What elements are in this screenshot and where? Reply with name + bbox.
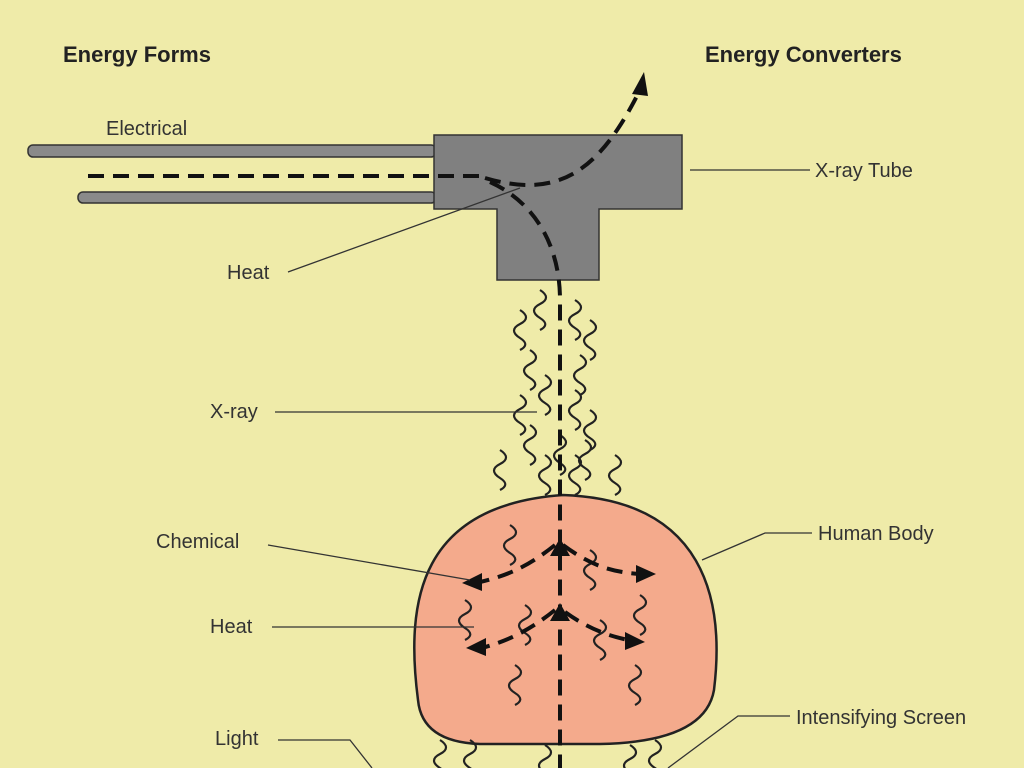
wave-squiggle xyxy=(507,664,523,706)
heat-flow-arrow xyxy=(484,89,642,187)
wave-squiggle xyxy=(492,449,508,491)
chemical-flow-left xyxy=(479,543,557,584)
wave-squiggle xyxy=(532,289,548,331)
wave-squiggle xyxy=(622,744,638,768)
label-heat-tube: Heat xyxy=(227,262,270,284)
wave-squiggle xyxy=(567,454,583,496)
wave-squiggle xyxy=(537,374,553,416)
heat-flow-right xyxy=(563,610,629,642)
wave-squiggle xyxy=(592,619,608,661)
arrowhead-icon xyxy=(636,565,656,583)
leader-light xyxy=(278,739,373,768)
xray-flow-path xyxy=(489,180,562,768)
wave-squiggle xyxy=(572,354,588,396)
wave-squiggle xyxy=(567,299,583,341)
arrowhead-icon xyxy=(625,632,645,650)
label-intensifying-screen: Intensifying Screen xyxy=(796,707,966,729)
label-light: Light xyxy=(215,728,259,750)
wave-squiggle xyxy=(577,439,593,481)
energy-forms-heading: Energy Forms xyxy=(63,42,211,67)
wave-squiggle xyxy=(582,319,598,361)
chemical-flow-right xyxy=(561,543,641,576)
wave-squiggle xyxy=(457,599,473,641)
wave-squiggle xyxy=(512,394,528,436)
arrowhead-icon xyxy=(466,638,486,656)
wave-squiggle xyxy=(522,349,538,391)
electrode-lower xyxy=(77,191,437,204)
wave-squiggle xyxy=(517,604,533,646)
wave-squiggle xyxy=(537,744,553,768)
label-xray-tube: X-ray Tube xyxy=(815,160,913,182)
energy-converters-heading: Energy Converters xyxy=(705,42,902,67)
arrowhead-icon xyxy=(550,538,570,556)
wave-squiggle xyxy=(552,434,568,476)
wave-squiggle xyxy=(567,389,583,431)
label-human-body: Human Body xyxy=(818,523,934,545)
wave-squiggle xyxy=(582,549,598,591)
arrowhead-icon xyxy=(550,603,570,621)
wave-squiggle xyxy=(582,409,598,451)
label-chemical: Chemical xyxy=(156,531,239,553)
wave-squiggle xyxy=(537,454,553,496)
leader-intensifying-screen xyxy=(667,715,790,768)
electrode-upper xyxy=(27,144,437,158)
arrowhead-icon xyxy=(632,72,648,96)
label-xray: X-ray xyxy=(210,401,258,423)
xray-waves xyxy=(432,289,663,768)
leader-heat-tube xyxy=(287,187,521,273)
wave-squiggle xyxy=(512,309,528,351)
wave-squiggle xyxy=(647,739,663,768)
wave-squiggle xyxy=(632,594,648,636)
wave-squiggle xyxy=(607,454,623,496)
xray-tube-shape xyxy=(433,134,683,281)
wave-squiggle xyxy=(522,424,538,466)
wave-squiggle xyxy=(432,739,448,768)
leader-chemical xyxy=(267,544,471,581)
wave-squiggle xyxy=(627,664,643,706)
arrowhead-icon xyxy=(462,573,482,591)
leader-human-body xyxy=(701,532,812,561)
heat-flow-left xyxy=(481,608,557,650)
label-electrical: Electrical xyxy=(106,118,187,140)
wave-squiggle xyxy=(502,524,518,566)
label-heat-body: Heat xyxy=(210,616,253,638)
wave-squiggle xyxy=(462,739,478,768)
